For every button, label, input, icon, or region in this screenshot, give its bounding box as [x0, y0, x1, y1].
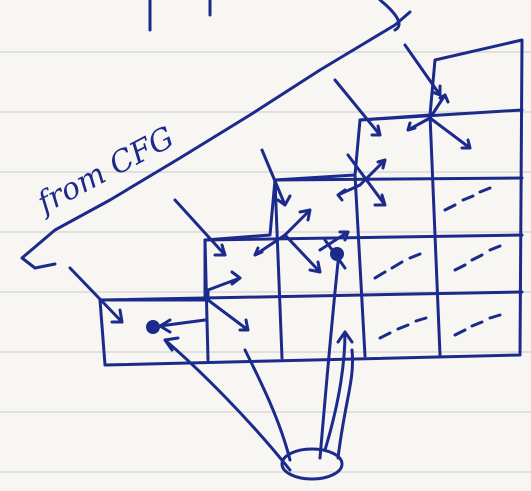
top-squiggle — [150, 0, 399, 30]
chart-grid — [100, 40, 522, 365]
dot-left — [146, 320, 160, 334]
cfg-bracket — [22, 12, 410, 268]
